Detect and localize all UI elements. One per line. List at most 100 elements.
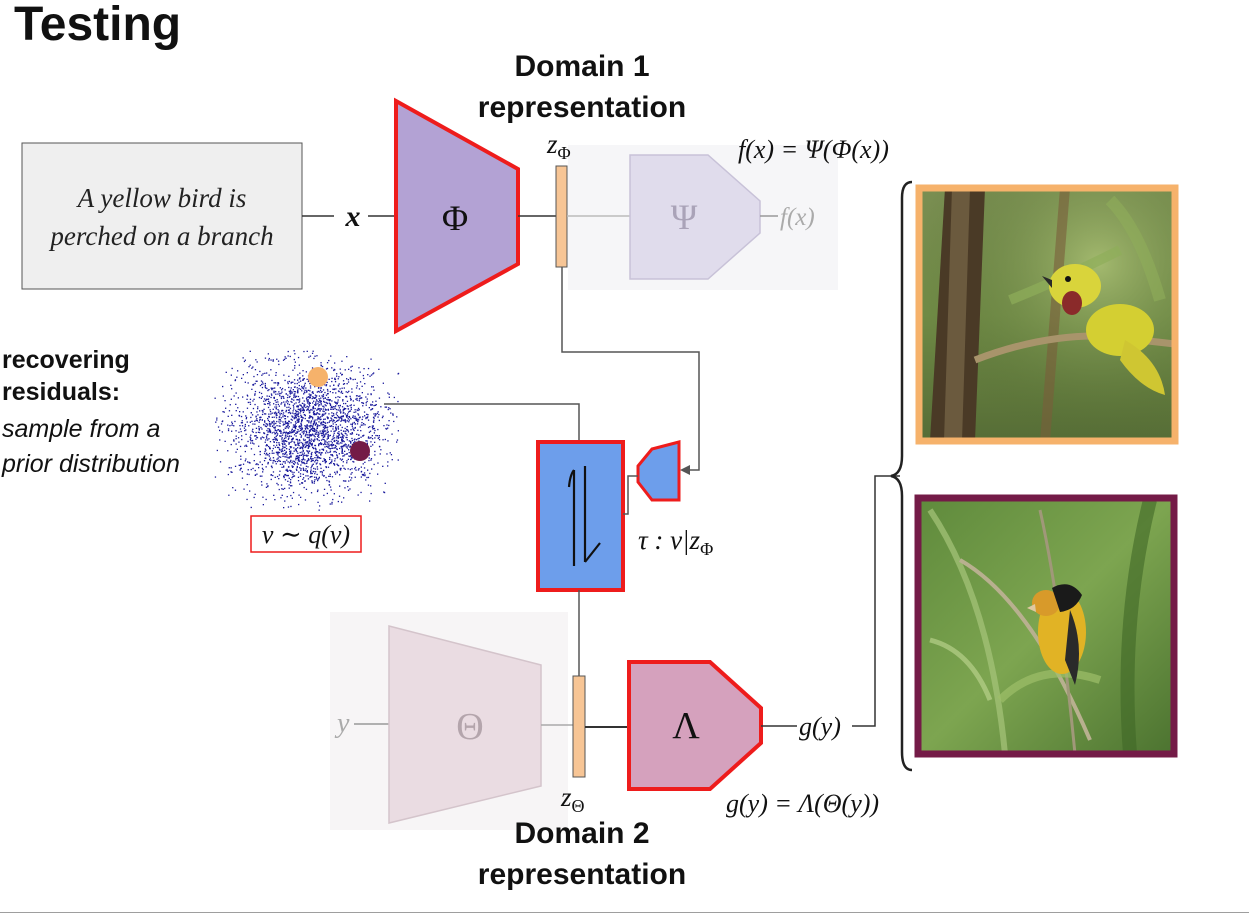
scatter-point [247, 382, 249, 384]
scatter-point [255, 431, 257, 434]
scatter-point [333, 414, 335, 416]
scatter-point [299, 467, 301, 469]
scatter-point [372, 427, 375, 430]
scatter-point [342, 400, 344, 402]
scatter-point [316, 459, 318, 461]
scatter-point [341, 442, 343, 444]
scatter-point [347, 468, 349, 470]
scatter-point [308, 412, 311, 414]
scatter-point [307, 399, 309, 401]
scatter-point [385, 428, 388, 430]
scatter-point [346, 429, 348, 431]
scatter-point [286, 496, 288, 498]
scatter-point [298, 418, 300, 420]
scatter-point [288, 409, 290, 411]
scatter-point [297, 395, 300, 398]
input-text-box [21, 142, 303, 290]
scatter-point [340, 467, 342, 470]
scatter-point [278, 456, 280, 458]
scatter-point [235, 435, 237, 437]
scatter-point [298, 439, 301, 441]
scatter-point [259, 410, 261, 412]
scatter-point [342, 446, 344, 448]
scatter-point [257, 414, 259, 416]
scatter-point [356, 419, 358, 421]
scatter-point [260, 481, 263, 483]
scatter-point [346, 400, 349, 402]
scatter-point [340, 417, 342, 419]
scatter-point [370, 393, 372, 395]
scatter-point [268, 374, 270, 376]
scatter-point [290, 453, 292, 455]
scatter-point [287, 474, 289, 477]
scatter-point [305, 446, 307, 448]
scatter-point [271, 466, 273, 469]
scatter-point [304, 435, 306, 437]
scatter-point [283, 476, 285, 479]
scatter-point [338, 453, 340, 455]
scatter-point [335, 426, 337, 428]
scatter-point [262, 411, 264, 413]
scatter-point [291, 392, 293, 394]
scatter-point [320, 397, 322, 399]
scatter-point [295, 468, 298, 470]
scatter-point [314, 438, 316, 440]
scatter-point [342, 465, 344, 467]
scatter-point [349, 410, 352, 412]
scatter-point [384, 406, 386, 408]
scatter-point [292, 381, 294, 383]
scatter-point [372, 386, 374, 388]
scatter-point [278, 430, 281, 432]
scatter-point [216, 449, 218, 452]
scatter-point [350, 473, 352, 475]
scatter-point [249, 403, 252, 405]
scatter-point [283, 507, 285, 509]
scatter-point [351, 468, 353, 470]
scatter-point [387, 465, 389, 467]
scatter-point [354, 427, 356, 429]
scatter-point [322, 449, 325, 451]
scatter-point [317, 478, 319, 480]
scatter-point [318, 476, 320, 478]
scatter-point [246, 394, 248, 396]
scatter-point [322, 393, 325, 396]
scatter-point [297, 408, 299, 410]
scatter-point [324, 427, 326, 429]
scatter-point [293, 379, 296, 381]
scatter-point [286, 396, 289, 399]
residuals-line3: sample from a [2, 415, 160, 443]
scatter-point [276, 382, 279, 384]
scatter-point [347, 418, 349, 420]
scatter-point [347, 458, 349, 460]
scatter-point [256, 418, 258, 420]
scatter-point [298, 458, 300, 460]
scatter-point [397, 372, 400, 375]
scatter-point [219, 461, 222, 463]
scatter-point [286, 399, 288, 402]
scatter-point [299, 475, 302, 477]
scatter-point [366, 440, 368, 442]
scatter-point [300, 423, 302, 425]
scatter-point [326, 422, 329, 424]
scatter-point [333, 432, 335, 434]
input-text-line1: A yellow bird is [76, 183, 247, 213]
scatter-point [235, 410, 237, 412]
scatter-point [333, 430, 335, 432]
scatter-point [342, 408, 344, 411]
scatter-point [303, 400, 305, 402]
scatter-point [303, 454, 305, 456]
scatter-point [313, 400, 315, 402]
scatter-point [284, 420, 287, 422]
scatter-point [308, 450, 311, 452]
scatter-point [374, 437, 376, 439]
scatter-point [293, 442, 296, 444]
scatter-point [358, 437, 360, 439]
scatter-point [349, 468, 351, 471]
scatter-point [347, 444, 350, 446]
scatter-point [306, 471, 309, 473]
scatter-point [285, 445, 287, 447]
scatter-point [273, 392, 275, 394]
scatter-point [294, 427, 297, 430]
scatter-point [317, 416, 319, 418]
scatter-point [275, 372, 277, 374]
